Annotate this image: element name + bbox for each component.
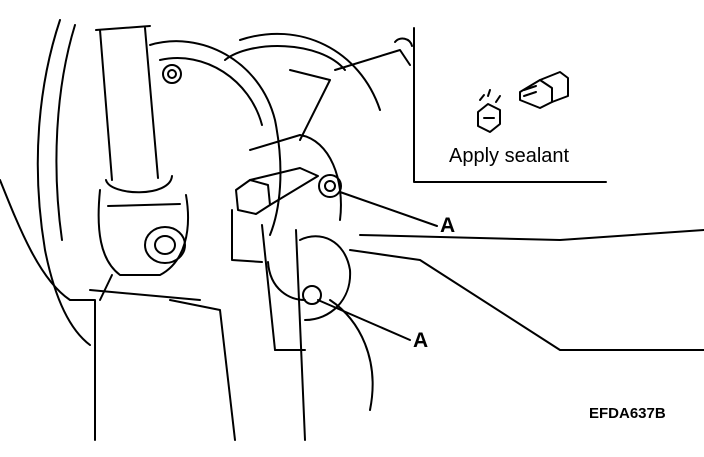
leader-lines [317,191,438,341]
inset-caption: Apply sealant [449,145,570,167]
cover-plate [149,32,381,236]
callout-label-a-lower: A [413,329,429,352]
callout-label-a-upper: A [440,214,456,237]
inset-frame [413,27,607,183]
lower-bolt-housing [299,229,704,411]
shift-lever-bracket [224,37,413,441]
figure-code: EFDA637B [589,405,666,422]
sealant-bolt-icon [477,71,569,133]
upper-bolt [235,167,342,215]
left-housing-outline [0,19,236,441]
shift-shaft [95,25,189,301]
